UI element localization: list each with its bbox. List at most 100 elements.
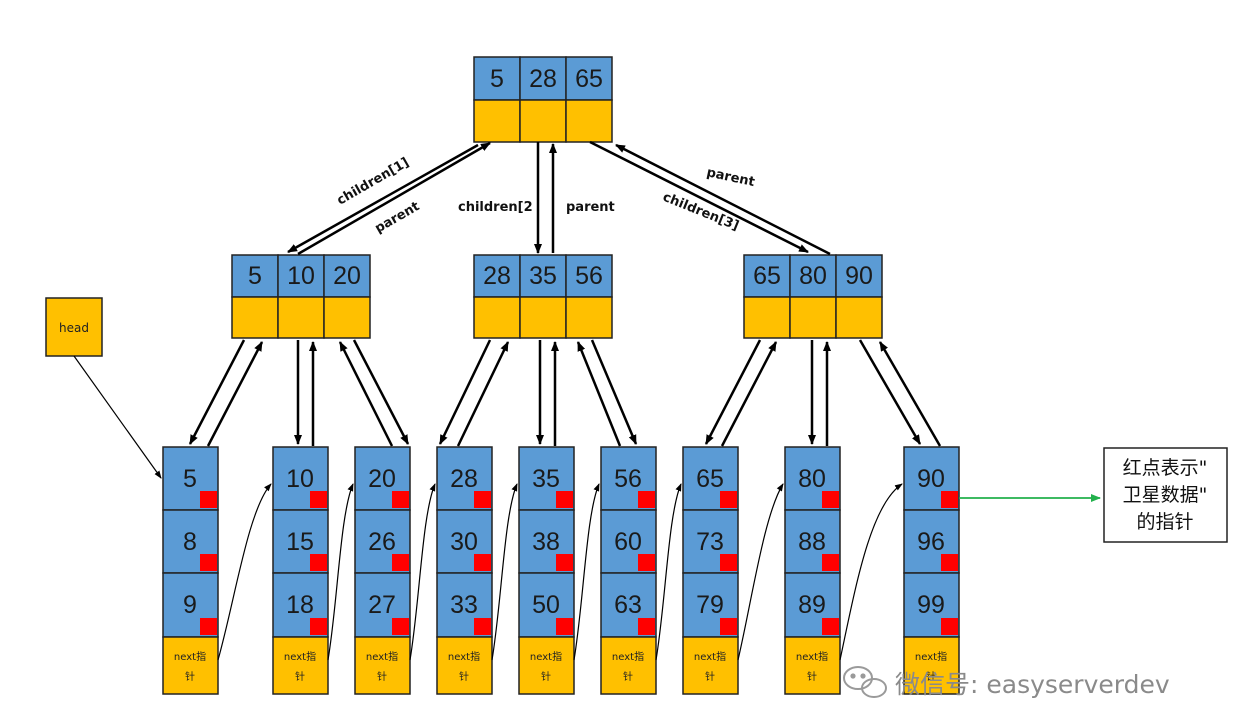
leaf-key: 26 [368, 528, 396, 556]
leaf-next-cell [162, 636, 219, 695]
parent-arrow [720, 341, 778, 447]
leaf-key: 5 [183, 465, 197, 493]
head-pointer: head [45, 297, 162, 479]
leaf-key: 10 [286, 465, 314, 493]
leaf-next-cell [436, 636, 493, 695]
next-arrow [839, 483, 903, 661]
leaf-key: 50 [532, 591, 560, 619]
next-pointer-label: next指 [174, 650, 206, 663]
internal-key-cell [835, 254, 883, 298]
leaf-key: 56 [614, 465, 642, 493]
child-arrow [188, 339, 246, 445]
child-arrow [438, 339, 492, 445]
leaf-key: 27 [368, 591, 396, 619]
child-arrow [590, 339, 638, 445]
satellite-data-marker [310, 554, 327, 571]
children-1-label: children[1] [335, 155, 412, 208]
leaf-key-cell [682, 572, 739, 638]
root-key-cell [473, 56, 521, 101]
leaf-child-arrows [188, 339, 942, 447]
leaf-key: 20 [368, 465, 396, 493]
satellite-data-marker [822, 554, 839, 571]
leaf-node-1: 5 8 9 next指 针 [162, 446, 219, 695]
root-node: 5 28 65 [473, 56, 613, 143]
leaf-key: 33 [450, 591, 478, 619]
internal-key: 90 [845, 262, 873, 290]
next-pointer-label: 针 [623, 670, 633, 683]
internal-key-cell [323, 254, 371, 298]
internal-pointer-cell [519, 296, 567, 339]
leaf-key: 18 [286, 591, 314, 619]
leaf-key: 38 [532, 528, 560, 556]
satellite-data-marker [720, 491, 737, 508]
internal-key: 80 [799, 262, 827, 290]
child-arrow [352, 339, 410, 445]
satellite-data-marker [822, 618, 839, 635]
children-1-arrow [287, 143, 479, 254]
internal-pointer-cell [565, 296, 613, 339]
next-pointer-label: 针 [185, 670, 195, 683]
next-arrow [573, 483, 600, 661]
next-arrow [327, 483, 354, 661]
leaf-node-8: 80 88 89 next指 针 [784, 446, 841, 695]
leaf-next-cell [682, 636, 739, 695]
root-pointer-cell [519, 99, 567, 143]
parent-1-label: parent [373, 199, 423, 236]
leaf-key: 28 [450, 465, 478, 493]
internal-node-2: 28 35 56 [473, 254, 613, 339]
leaf-key: 8 [183, 528, 197, 556]
satellite-data-marker [474, 491, 491, 508]
internal-key: 10 [287, 262, 315, 290]
satellite-data-marker [474, 618, 491, 635]
root-key: 28 [529, 65, 557, 93]
next-arrow [655, 483, 682, 661]
satellite-data-marker [200, 554, 217, 571]
leaf-key: 60 [614, 528, 642, 556]
internal-pointer-cell [789, 296, 837, 339]
satellite-data-marker [720, 618, 737, 635]
leaf-key: 63 [614, 591, 642, 619]
internal-key: 20 [333, 262, 361, 290]
satellite-data-marker [556, 618, 573, 635]
satellite-data-marker [556, 491, 573, 508]
leaf-key: 79 [696, 591, 724, 619]
leaf-key: 73 [696, 528, 724, 556]
internal-key: 65 [753, 262, 781, 290]
leaf-key: 9 [183, 591, 197, 619]
satellite-data-marker [720, 554, 737, 571]
internal-key: 35 [529, 262, 557, 290]
leaf-next-cell [272, 636, 329, 695]
next-arrow [409, 483, 436, 661]
root-key: 5 [490, 65, 504, 93]
internal-pointer-cell [323, 296, 371, 339]
leaf-node-2: 10 15 18 next指 针 [272, 446, 329, 695]
internal-pointer-cell [743, 296, 791, 339]
parent-3-label: parent [705, 165, 756, 190]
next-pointer-label: next指 [796, 650, 828, 663]
leaf-key: 35 [532, 465, 560, 493]
next-pointer-label: next指 [530, 650, 562, 663]
satellite-data-marker [392, 491, 409, 508]
next-pointer-label: next指 [284, 650, 316, 663]
satellite-note: 红点表示" 卫星数据" 的指针 [1103, 447, 1228, 543]
internal-pointer-cell [277, 296, 325, 339]
leaf-node-4: 28 30 33 next指 针 [436, 446, 493, 695]
satellite-data-marker [638, 554, 655, 571]
satellite-data-marker [638, 491, 655, 508]
parent-arrow [206, 341, 264, 447]
leaf-key: 15 [286, 528, 314, 556]
leaf-node-9: 90 96 99 next指 针 [903, 446, 960, 695]
note-line: 的指针 [1136, 511, 1193, 533]
leaf-key-cell [518, 572, 575, 638]
leaf-key-cell [903, 572, 960, 638]
head-label: head [59, 321, 89, 335]
watermark-text: 微信号: easyserverdev [895, 670, 1170, 699]
parent-arrow [338, 341, 394, 447]
leaf-next-cell [784, 636, 841, 695]
internal-key: 5 [248, 262, 262, 290]
leaf-node-3: 20 26 27 next指 针 [354, 446, 411, 695]
head-arrow [73, 355, 162, 479]
internal-pointer-cell [231, 296, 279, 339]
note-box [1103, 447, 1228, 543]
